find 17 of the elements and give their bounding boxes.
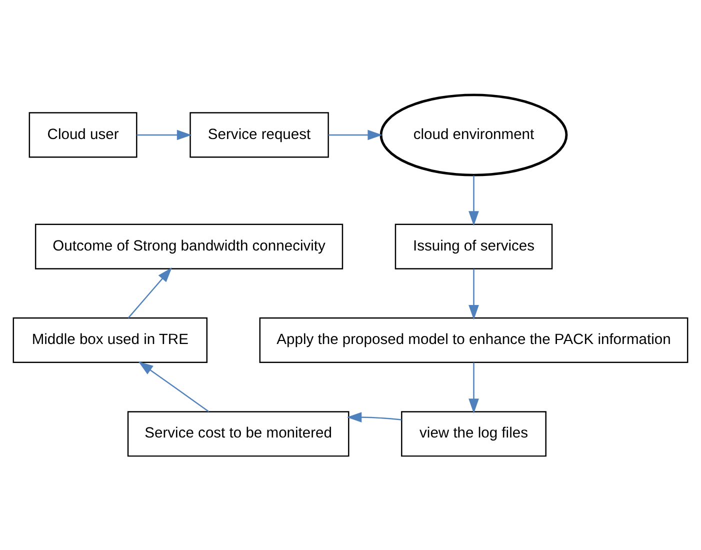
arrow [138, 361, 210, 412]
arrow [128, 267, 172, 318]
arrow [328, 129, 382, 140]
arrow [468, 175, 479, 226]
node-box: Middle box used in TRE [12, 316, 208, 363]
node-box: Outcome of Strong bandwidth connecivity [34, 223, 344, 269]
arrow [136, 129, 192, 140]
arrow [468, 268, 479, 320]
arrow [468, 362, 479, 413]
node-box: Service request [190, 112, 329, 158]
node-box: Cloud user [28, 112, 138, 158]
node-box: view the log files [401, 410, 546, 456]
node-box: Issuing of services [394, 223, 553, 269]
node-box: Apply the proposed model to enhance the PACK information [259, 316, 688, 363]
node-ellipse: cloud environment [380, 93, 568, 176]
node-box: Service cost to be monitered [127, 410, 350, 456]
arrow [346, 412, 402, 422]
